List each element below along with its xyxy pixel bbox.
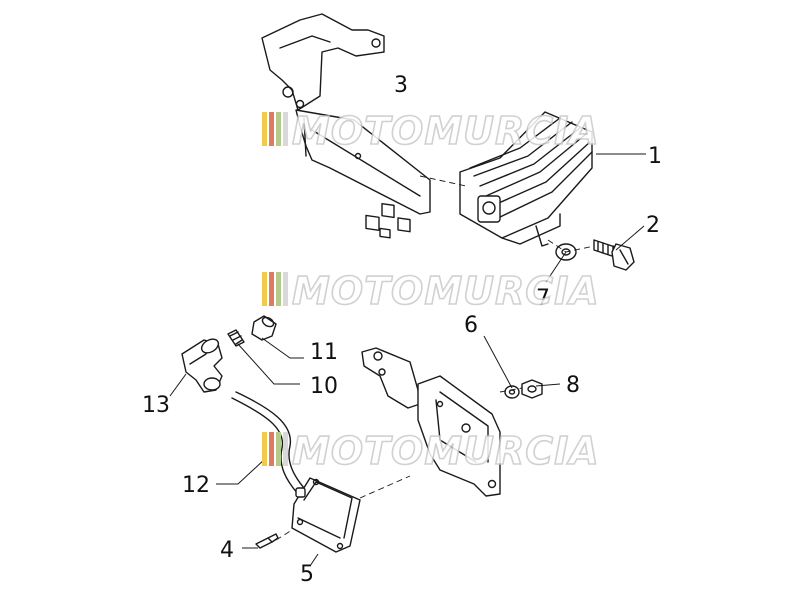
watermark-stripe xyxy=(276,272,281,306)
leader-lines xyxy=(169,153,646,567)
watermark-stripe xyxy=(283,112,288,146)
part-5-filter-box xyxy=(291,477,361,553)
part-10-spring xyxy=(227,329,245,347)
callout-1: 1 xyxy=(648,144,662,169)
callout-3: 3 xyxy=(394,73,408,98)
callout-4: 4 xyxy=(220,538,234,563)
watermark-stripe xyxy=(283,432,288,466)
part-8-nut xyxy=(521,379,543,399)
callout-10: 10 xyxy=(310,374,338,399)
part-3-mounting-bracket xyxy=(261,13,431,239)
callout-2: 2 xyxy=(646,213,660,238)
watermark-text: MOTOMURCIA xyxy=(292,109,600,153)
part-4-screw xyxy=(255,533,279,549)
watermark-1: MOTOMURCIA xyxy=(262,108,600,154)
callout-12: 12 xyxy=(182,473,210,498)
lower-mounting-bracket xyxy=(361,347,501,497)
callout-13: 13 xyxy=(142,393,170,418)
callout-7: 7 xyxy=(536,286,550,311)
watermark-stripe xyxy=(269,272,274,306)
watermark-3: MOTOMURCIA xyxy=(262,428,600,474)
part-1-voltage-regulator xyxy=(459,111,593,247)
watermark-stripe xyxy=(262,432,267,466)
watermark-stripe xyxy=(262,112,267,146)
callout-8: 8 xyxy=(566,373,580,398)
callout-11: 11 xyxy=(310,340,338,365)
watermark-stripe xyxy=(283,272,288,306)
watermark-stripe xyxy=(262,272,267,306)
watermark-stripe xyxy=(276,432,281,466)
watermark-2: MOTOMURCIA xyxy=(262,268,600,314)
callout-labels: 1 2 3 4 5 6 7 8 10 11 12 13 xyxy=(142,73,662,587)
callout-6: 6 xyxy=(464,313,478,338)
part-11-plug xyxy=(251,315,277,341)
watermark-stripe xyxy=(276,112,281,146)
watermark-stripe xyxy=(269,432,274,466)
part-2-bolt xyxy=(593,239,635,271)
part-13-elbow-fitting xyxy=(181,338,223,393)
watermark-text: MOTOMURCIA xyxy=(292,429,600,473)
part-12-hose xyxy=(231,391,305,495)
watermark-text: MOTOMURCIA xyxy=(292,269,600,313)
callout-5: 5 xyxy=(300,562,314,587)
watermark-stripe xyxy=(269,112,274,146)
